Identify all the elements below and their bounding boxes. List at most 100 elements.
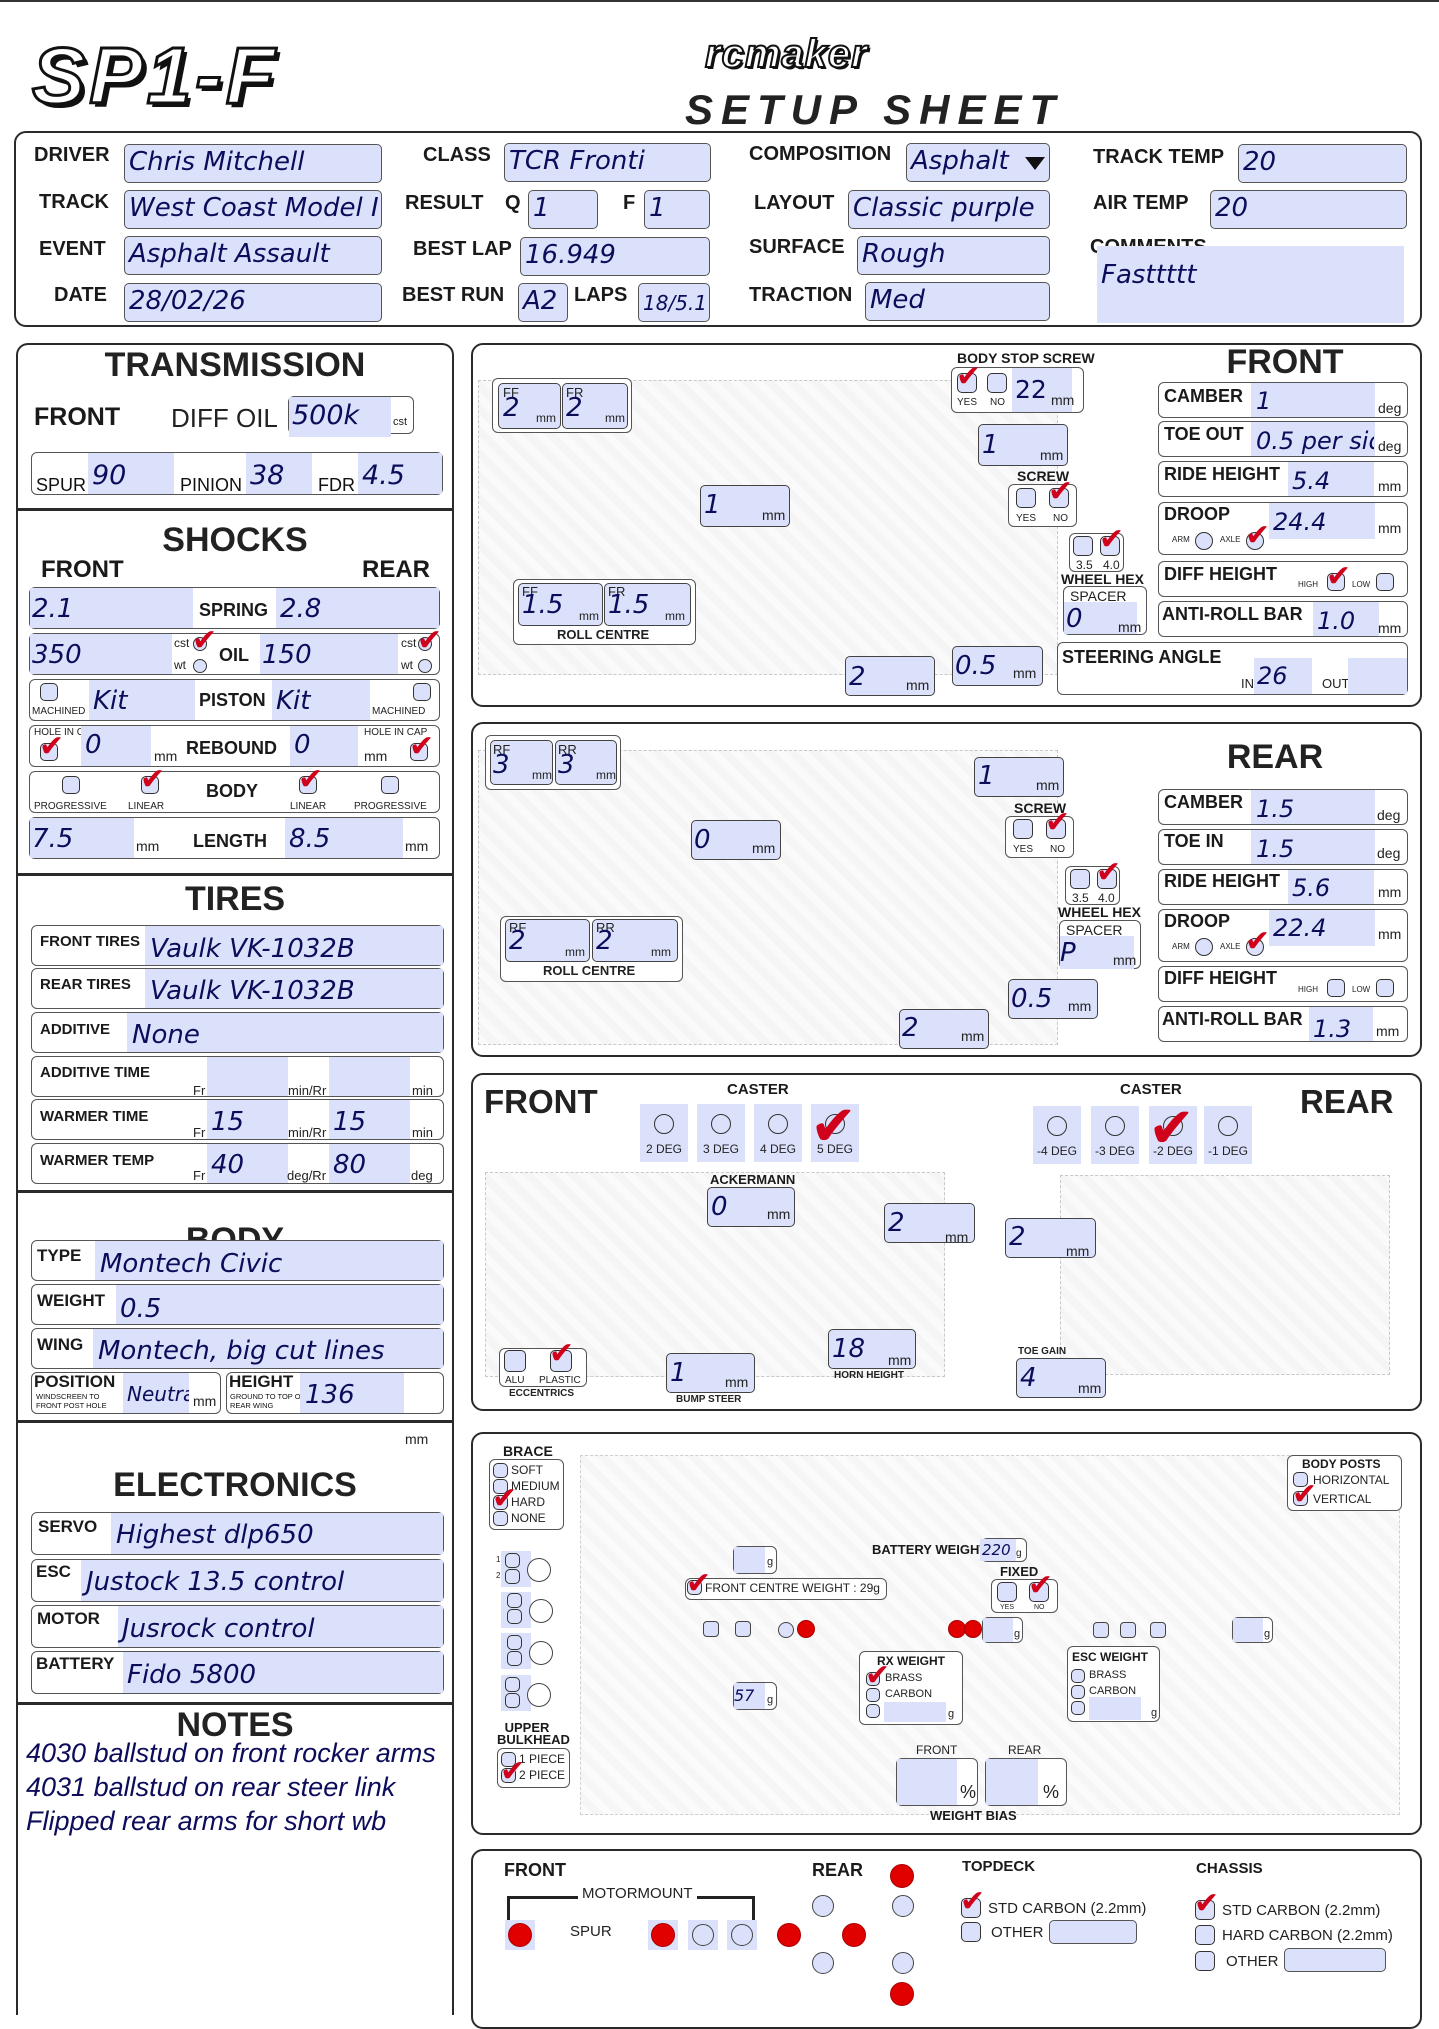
front-spacer-field[interactable] xyxy=(1064,602,1137,634)
servo-field[interactable] xyxy=(111,1513,443,1554)
weight-slot-icon[interactable] xyxy=(778,1622,794,1638)
comments-field[interactable]: Fasttttt xyxy=(1097,246,1404,323)
rx-custom-checkbox[interactable] xyxy=(866,1704,880,1718)
fixed-yes-checkbox[interactable] xyxy=(997,1582,1017,1602)
rear-spacer-field[interactable] xyxy=(1060,936,1134,969)
topdeck-std-checkbox[interactable] xyxy=(960,1887,985,1918)
front-screw-no-checkbox[interactable] xyxy=(1048,477,1073,508)
rear-weight-field[interactable] xyxy=(1233,1618,1263,1642)
additive-time-rr-field[interactable] xyxy=(329,1057,410,1096)
front-diff-low-checkbox[interactable] xyxy=(1376,573,1394,591)
front-droop-axle-checkbox[interactable] xyxy=(1245,521,1270,551)
centre-weight-field[interactable] xyxy=(983,1618,1013,1642)
surface-field[interactable]: Rough xyxy=(857,236,1050,275)
battery-field[interactable] xyxy=(123,1652,443,1693)
front-rc-ff-field[interactable] xyxy=(518,583,603,626)
rebound-front-hole-checkbox[interactable] xyxy=(39,732,64,762)
warmer-time-fr-field[interactable] xyxy=(207,1100,288,1139)
rear-arb-field[interactable] xyxy=(1309,1007,1373,1041)
front-wheel-hex-4-0-checkbox[interactable] xyxy=(1099,525,1124,556)
rear-position-empty-icon[interactable] xyxy=(892,1952,914,1974)
front-arb-field[interactable] xyxy=(1313,602,1379,636)
eccentrics-alu-checkbox[interactable] xyxy=(504,1350,526,1372)
motor-position-selected-icon[interactable] xyxy=(508,1923,532,1947)
rear-caster-option-selected[interactable]: -2 DEG xyxy=(1149,1106,1197,1164)
pivot-2-checkbox[interactable] xyxy=(507,1651,522,1666)
pivot-1-checkbox[interactable] xyxy=(507,1593,522,1608)
body-height-field[interactable] xyxy=(300,1373,404,1413)
air-temp-field[interactable]: 20 xyxy=(1210,190,1407,229)
horn-height-field[interactable] xyxy=(828,1329,916,1369)
body-front-progressive-checkbox[interactable] xyxy=(62,776,80,794)
chassis-other-field[interactable] xyxy=(1284,1948,1386,1972)
body-stop-screw-no-checkbox[interactable] xyxy=(987,373,1007,393)
esc-carbon-checkbox[interactable] xyxy=(1071,1685,1085,1699)
rear-diff-high-checkbox[interactable] xyxy=(1327,979,1345,997)
rear-camber-field[interactable] xyxy=(1251,790,1375,824)
rear-screw-no-checkbox[interactable] xyxy=(1045,808,1070,839)
body-front-linear-checkbox[interactable] xyxy=(140,765,165,795)
driver-field[interactable]: Chris Mitchell xyxy=(124,144,382,183)
laps-field[interactable]: 18/5.1 xyxy=(638,283,710,322)
diff-oil-field[interactable] xyxy=(289,397,391,437)
front-toe-out-field[interactable] xyxy=(1251,422,1375,456)
steering-out-field[interactable] xyxy=(1348,658,1407,694)
weight-filled-icon[interactable] xyxy=(964,1620,982,1638)
motor-position-empty-icon[interactable] xyxy=(731,1924,753,1946)
front-upper-fr-field[interactable] xyxy=(562,383,628,429)
front-screw-yes-checkbox[interactable] xyxy=(1016,488,1036,508)
front-droop-arm-checkbox[interactable] xyxy=(1195,532,1213,550)
esc-field[interactable] xyxy=(81,1560,443,1601)
rear-caster-option[interactable]: -3 DEG xyxy=(1091,1106,1139,1164)
rx-brass-checkbox[interactable] xyxy=(865,1661,890,1691)
rear-upper-link-field[interactable] xyxy=(974,757,1064,797)
pivot-2-checkbox[interactable] xyxy=(505,1693,520,1708)
note-line[interactable]: Flipped rear arms for short wb xyxy=(26,1806,387,1836)
esc-brass-checkbox[interactable] xyxy=(1071,1669,1085,1683)
front-lower-outer-field[interactable] xyxy=(952,646,1043,686)
rear-diff-low-checkbox[interactable] xyxy=(1376,979,1394,997)
weight-slot-icon[interactable] xyxy=(1120,1622,1136,1638)
piston-front-field[interactable] xyxy=(89,680,195,720)
front-ride-height-field[interactable] xyxy=(1288,462,1374,496)
spur-field[interactable] xyxy=(88,453,174,494)
pinion-field[interactable] xyxy=(246,453,312,494)
warmer-temp-fr-field[interactable] xyxy=(207,1144,288,1183)
steering-in-field[interactable] xyxy=(1254,658,1312,694)
class-field[interactable]: TCR Fronti xyxy=(504,143,711,182)
weight-slot-icon[interactable] xyxy=(1150,1622,1166,1638)
spring-rear-field[interactable] xyxy=(276,588,439,628)
result-q-field[interactable]: 1 xyxy=(528,190,598,229)
esc-custom-checkbox[interactable] xyxy=(1071,1701,1085,1715)
piston-front-machined-checkbox[interactable] xyxy=(40,683,58,701)
rear-upper-rf-field[interactable] xyxy=(490,740,553,785)
esc-custom-field[interactable] xyxy=(1089,1697,1141,1720)
rear-droop-field[interactable] xyxy=(1269,910,1375,946)
chassis-std-checkbox[interactable] xyxy=(1194,1889,1219,1920)
pivot-1-checkbox[interactable] xyxy=(507,1635,522,1650)
pivot-2-checkbox[interactable] xyxy=(507,1609,522,1624)
rear-rc-rf-field[interactable] xyxy=(505,919,590,962)
rear-upper-rr-field[interactable] xyxy=(555,740,617,785)
note-line[interactable]: 4030 ballstud on front rocker arms xyxy=(26,1738,436,1768)
rear-rc-rr-field[interactable] xyxy=(592,919,678,962)
rear-tires-field[interactable] xyxy=(145,969,443,1008)
best-lap-field[interactable]: 16.949 xyxy=(520,237,710,276)
pivot-1-checkbox[interactable] xyxy=(505,1553,520,1568)
brace-soft-checkbox[interactable] xyxy=(493,1463,508,1478)
front-camber-field[interactable] xyxy=(1251,383,1375,417)
motor-position-empty-icon[interactable] xyxy=(692,1924,714,1946)
warmer-time-rr-field[interactable] xyxy=(329,1100,410,1139)
rear-ride-height-field[interactable] xyxy=(1288,870,1374,904)
weight-filled-icon[interactable] xyxy=(797,1620,815,1638)
rear-droop-arm-checkbox[interactable] xyxy=(1195,938,1213,956)
body-wing-field[interactable] xyxy=(93,1329,443,1368)
track-field[interactable]: West Coast Model I xyxy=(124,190,382,229)
front-caster-link-field[interactable] xyxy=(884,1203,975,1243)
oil-rear-field[interactable] xyxy=(260,634,398,674)
warmer-temp-rr-field[interactable] xyxy=(329,1144,410,1183)
rear-position-empty-icon[interactable] xyxy=(892,1895,914,1917)
front-caster-option-selected[interactable]: 5 DEG xyxy=(811,1104,859,1162)
bulkhead-2-piece-checkbox[interactable] xyxy=(500,1757,525,1787)
front-wheel-hex-3-5-checkbox[interactable] xyxy=(1073,536,1093,556)
